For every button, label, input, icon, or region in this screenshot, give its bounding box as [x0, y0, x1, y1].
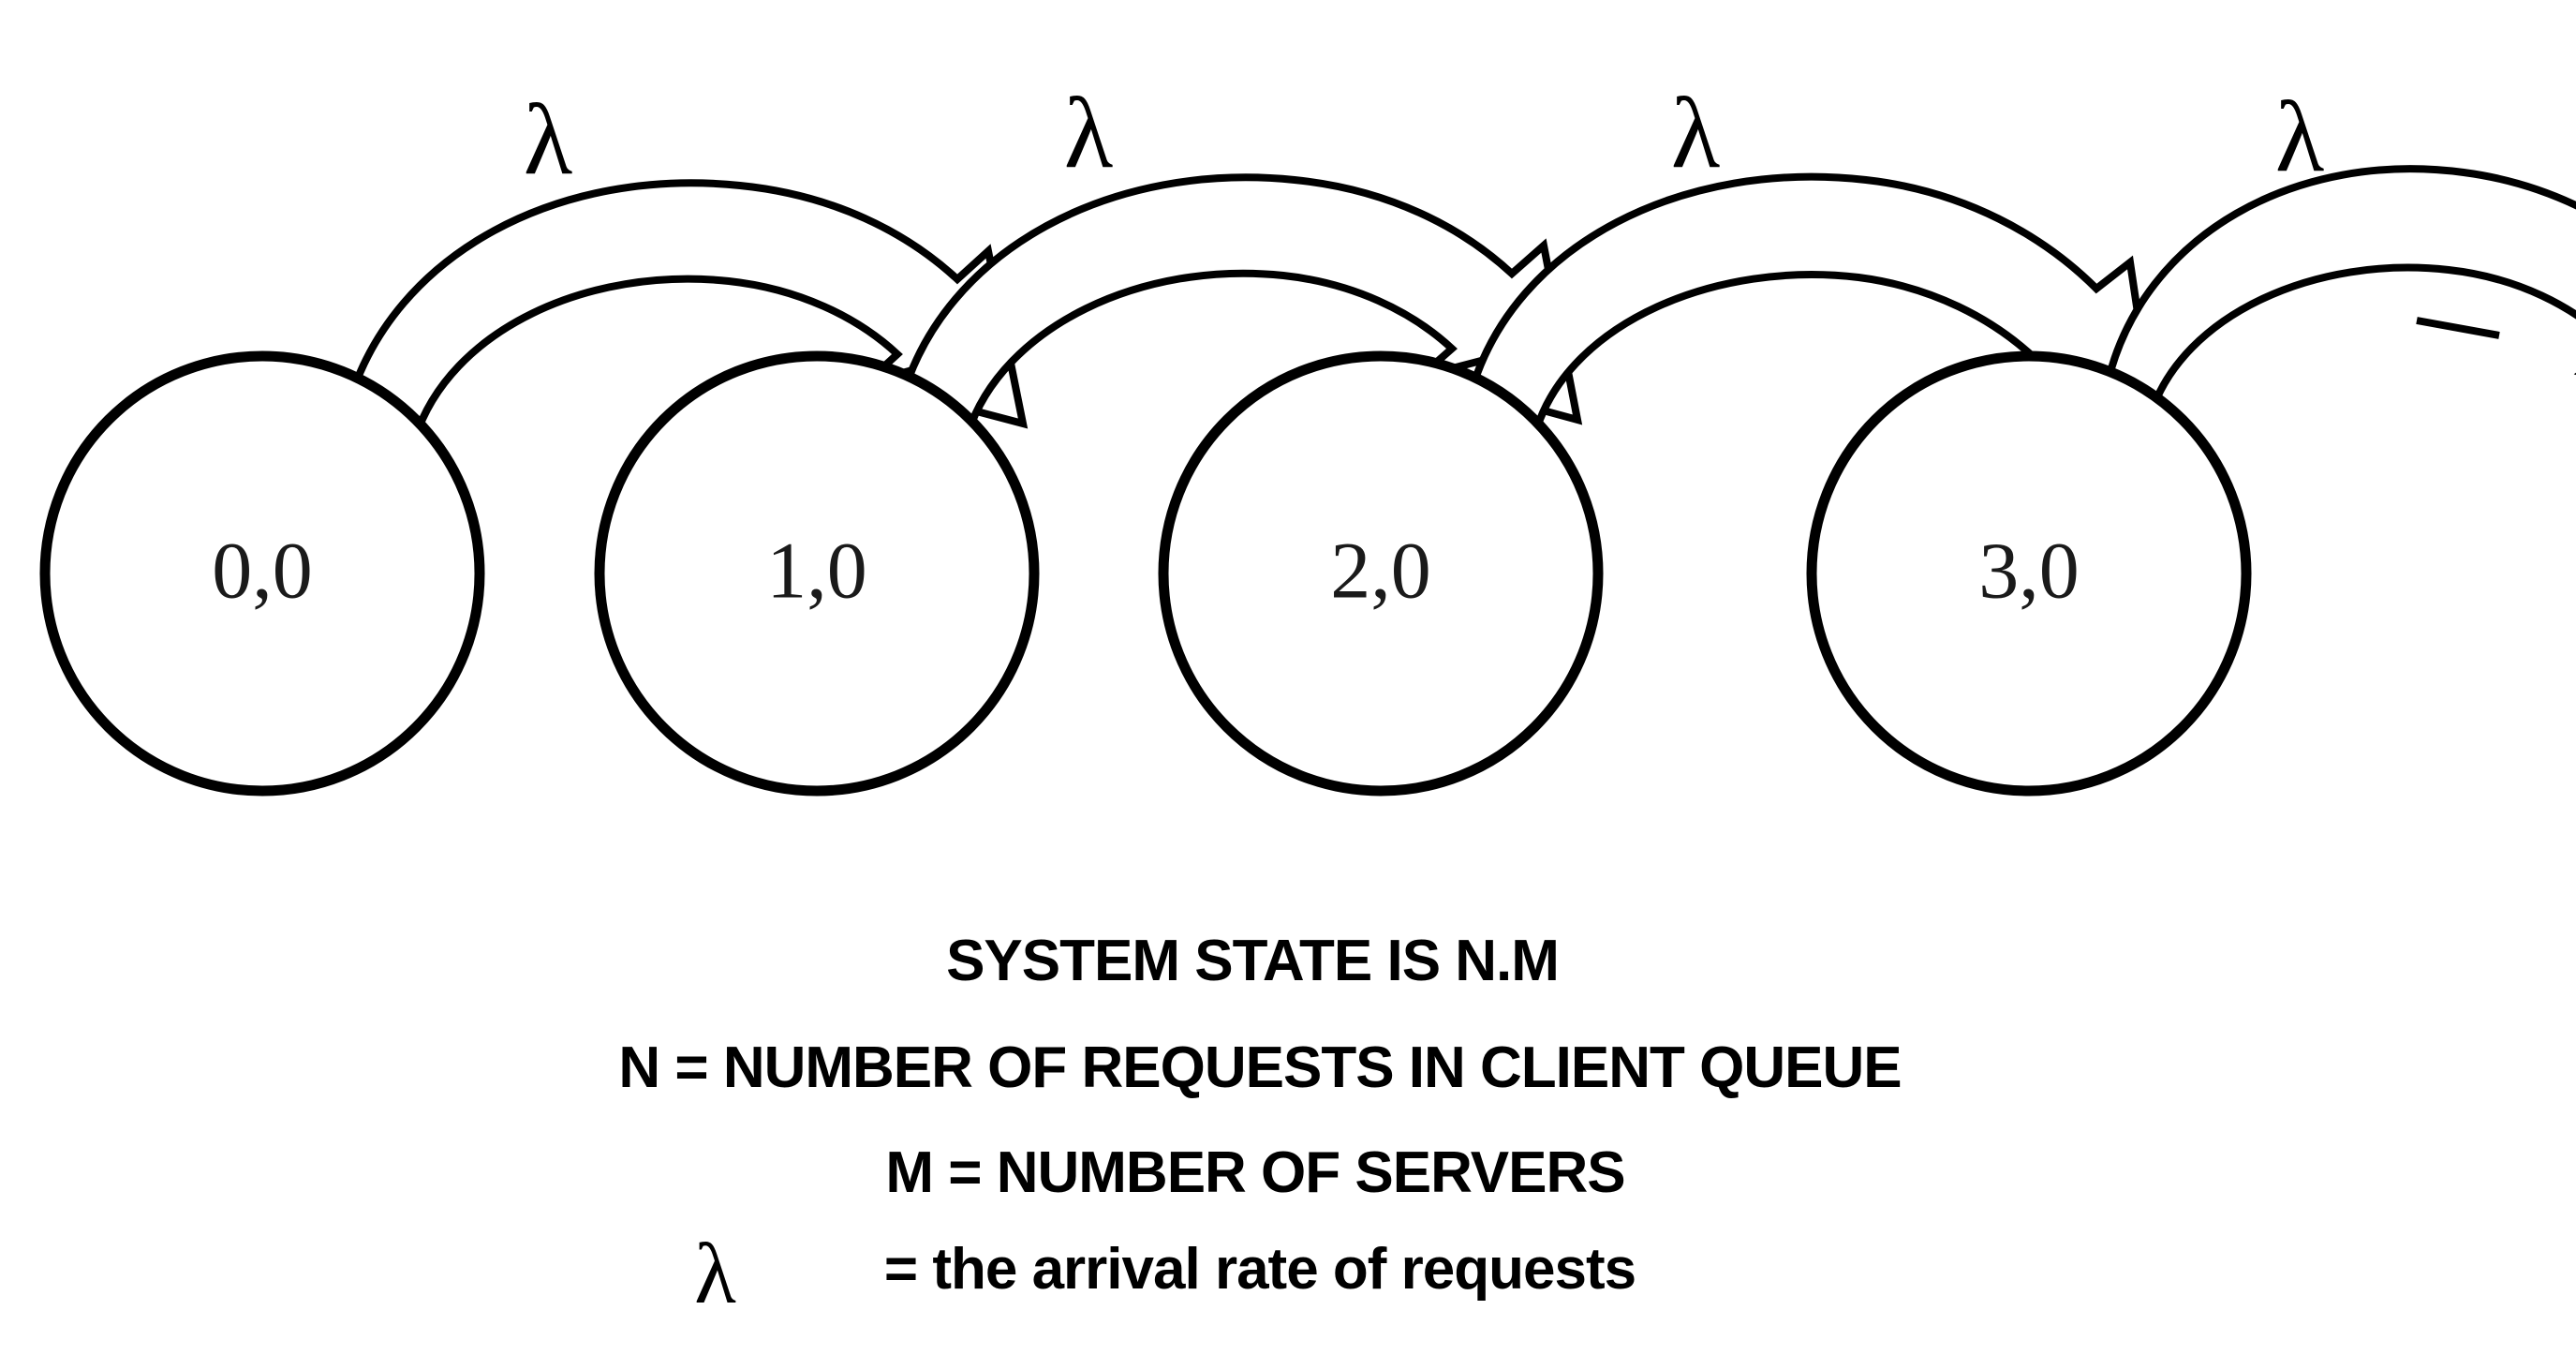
state-node-0[interactable]: 0,0 [39, 350, 485, 797]
state-circle [1806, 350, 2252, 797]
caption-line-n-definition: N = NUMBER OF REQUESTS IN CLIENT QUEUE [618, 1035, 1901, 1100]
transition-arrow-0[interactable]: λ [345, 84, 1029, 443]
state-node-2[interactable]: 2,0 [1158, 350, 1604, 797]
arrow-shape [1467, 172, 2161, 444]
caption-line-lambda-definition: = the arrival rate of requests [884, 1237, 1636, 1302]
state-node-3[interactable]: 3,0 [1806, 350, 2252, 797]
arrow-shape [897, 173, 1583, 439]
state-label: 0,0 [212, 526, 313, 616]
arrow-notch-line [2416, 317, 2500, 339]
arrow-shape [2104, 165, 2576, 419]
transition-arrow-1[interactable]: λ [897, 78, 1583, 439]
rate-label-3: λ [2275, 82, 2324, 193]
state-node-1[interactable]: 1,0 [594, 350, 1040, 797]
transition-arrow-3[interactable]: λ [2104, 82, 2576, 425]
caption-block: SYSTEM STATE IS N.M N = NUMBER OF REQUES… [618, 929, 1902, 1321]
state-circle [39, 350, 485, 797]
state-circle [594, 350, 1040, 797]
state-label: 1,0 [766, 526, 867, 616]
caption-line-system-state: SYSTEM STATE IS N.M [946, 929, 1559, 993]
arrow-shape [345, 179, 1029, 443]
state-label: 2,0 [1330, 526, 1431, 616]
rate-label-0: λ [524, 84, 572, 196]
state-circle [1158, 350, 1604, 797]
caption-lambda-symbol: λ [694, 1226, 736, 1321]
caption-line-m-definition: M = NUMBER OF SERVERS [885, 1140, 1624, 1205]
rate-label-1: λ [1064, 78, 1113, 189]
state-label: 3,0 [1978, 526, 2080, 616]
rate-label-2: λ [1671, 78, 1720, 189]
